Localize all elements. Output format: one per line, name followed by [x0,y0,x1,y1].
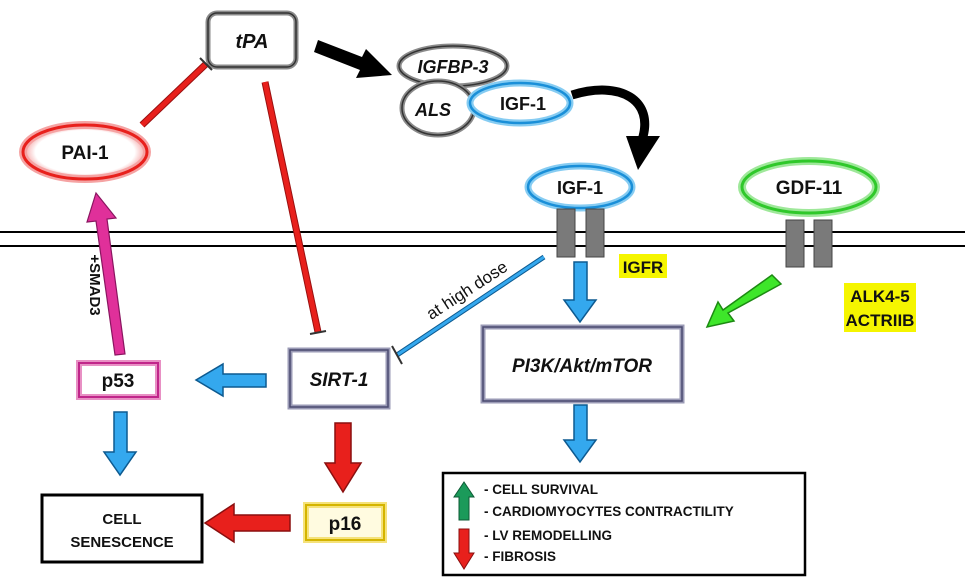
outcome-up-0: - CELL SURVIVAL [484,482,598,497]
igf1-receptor-ligand-node: IGF-1 [524,162,636,212]
senescence-label-line1: CELL [102,511,141,528]
alk-highlight: ALK4-5 ACTRIIB [844,283,916,332]
down-arrow-icon [453,528,475,570]
pai1-node: PAI-1 [19,121,151,183]
p16-to-senescence-arrow [203,502,291,544]
pi3k-to-outcomes-arrow [562,404,598,464]
als-label: ALS [414,100,451,120]
alk-label-line1: ALK4-5 [850,287,910,306]
alk-to-pi3k-arrow [705,274,783,329]
tpa-label: tPA [236,31,269,53]
igf-release-curved-arrow [570,85,660,170]
igfr-label: IGFR [623,258,664,277]
senescence-label-line2: SENESCENCE [70,534,173,551]
p53-label: p53 [102,371,135,392]
alk-actriib-receptor [785,219,833,268]
cell-senescence-node: CELL SENESCENCE [40,493,204,564]
pai1-inhibits-tpa-edge [139,57,213,128]
smad3-label: +SMAD3 [86,254,103,315]
outcomes-box: - CELL SURVIVAL - CARDIOMYOCYTES CONTRAC… [441,471,807,577]
tpa-inhibits-sirt1-edge [261,81,327,335]
gdf11-node: GDF-11 [738,157,880,217]
outcome-up-1: - CARDIOMYOCYTES CONTRACTILITY [484,504,734,519]
outcome-down-1: - FIBROSIS [484,549,556,564]
igfbp3-label: IGFBP-3 [417,57,488,77]
sirt1-to-p53-arrow [194,362,267,398]
p16-node: p16 [303,502,387,543]
igf1-complex-label: IGF-1 [500,94,546,114]
alk-label-line2: ACTRIIB [846,311,915,330]
sirt1-to-p16-arrow [323,422,363,494]
igfr-to-pi3k-arrow [562,261,598,324]
pai1-label: PAI-1 [61,143,109,164]
p53-to-pai1-arrow: +SMAD3 [86,191,126,356]
outcome-down-0: - LV REMODELLING [484,528,612,543]
p16-label: p16 [329,514,362,535]
sirt1-node: SIRT-1 [287,347,391,410]
tpa-node: tPA [205,10,299,70]
up-arrow-icon [453,481,475,521]
p53-to-senescence-arrow [102,411,138,477]
igfr-highlight: IGFR [619,254,667,278]
pi3k-label: PI3K/Akt/mTOR [512,356,652,377]
igfr-receptor [556,208,605,258]
igf1-receptor-ligand-label: IGF-1 [557,178,603,198]
tpa-to-igf-complex-arrow [314,40,392,78]
sirt1-label: SIRT-1 [310,370,369,391]
igf-ternary-complex: IGFBP-3 ALS IGF-1 [396,43,574,138]
p53-node: p53 [76,360,161,400]
gdf11-label: GDF-11 [776,178,843,199]
pi3k-node: PI3K/Akt/mTOR [480,324,685,404]
